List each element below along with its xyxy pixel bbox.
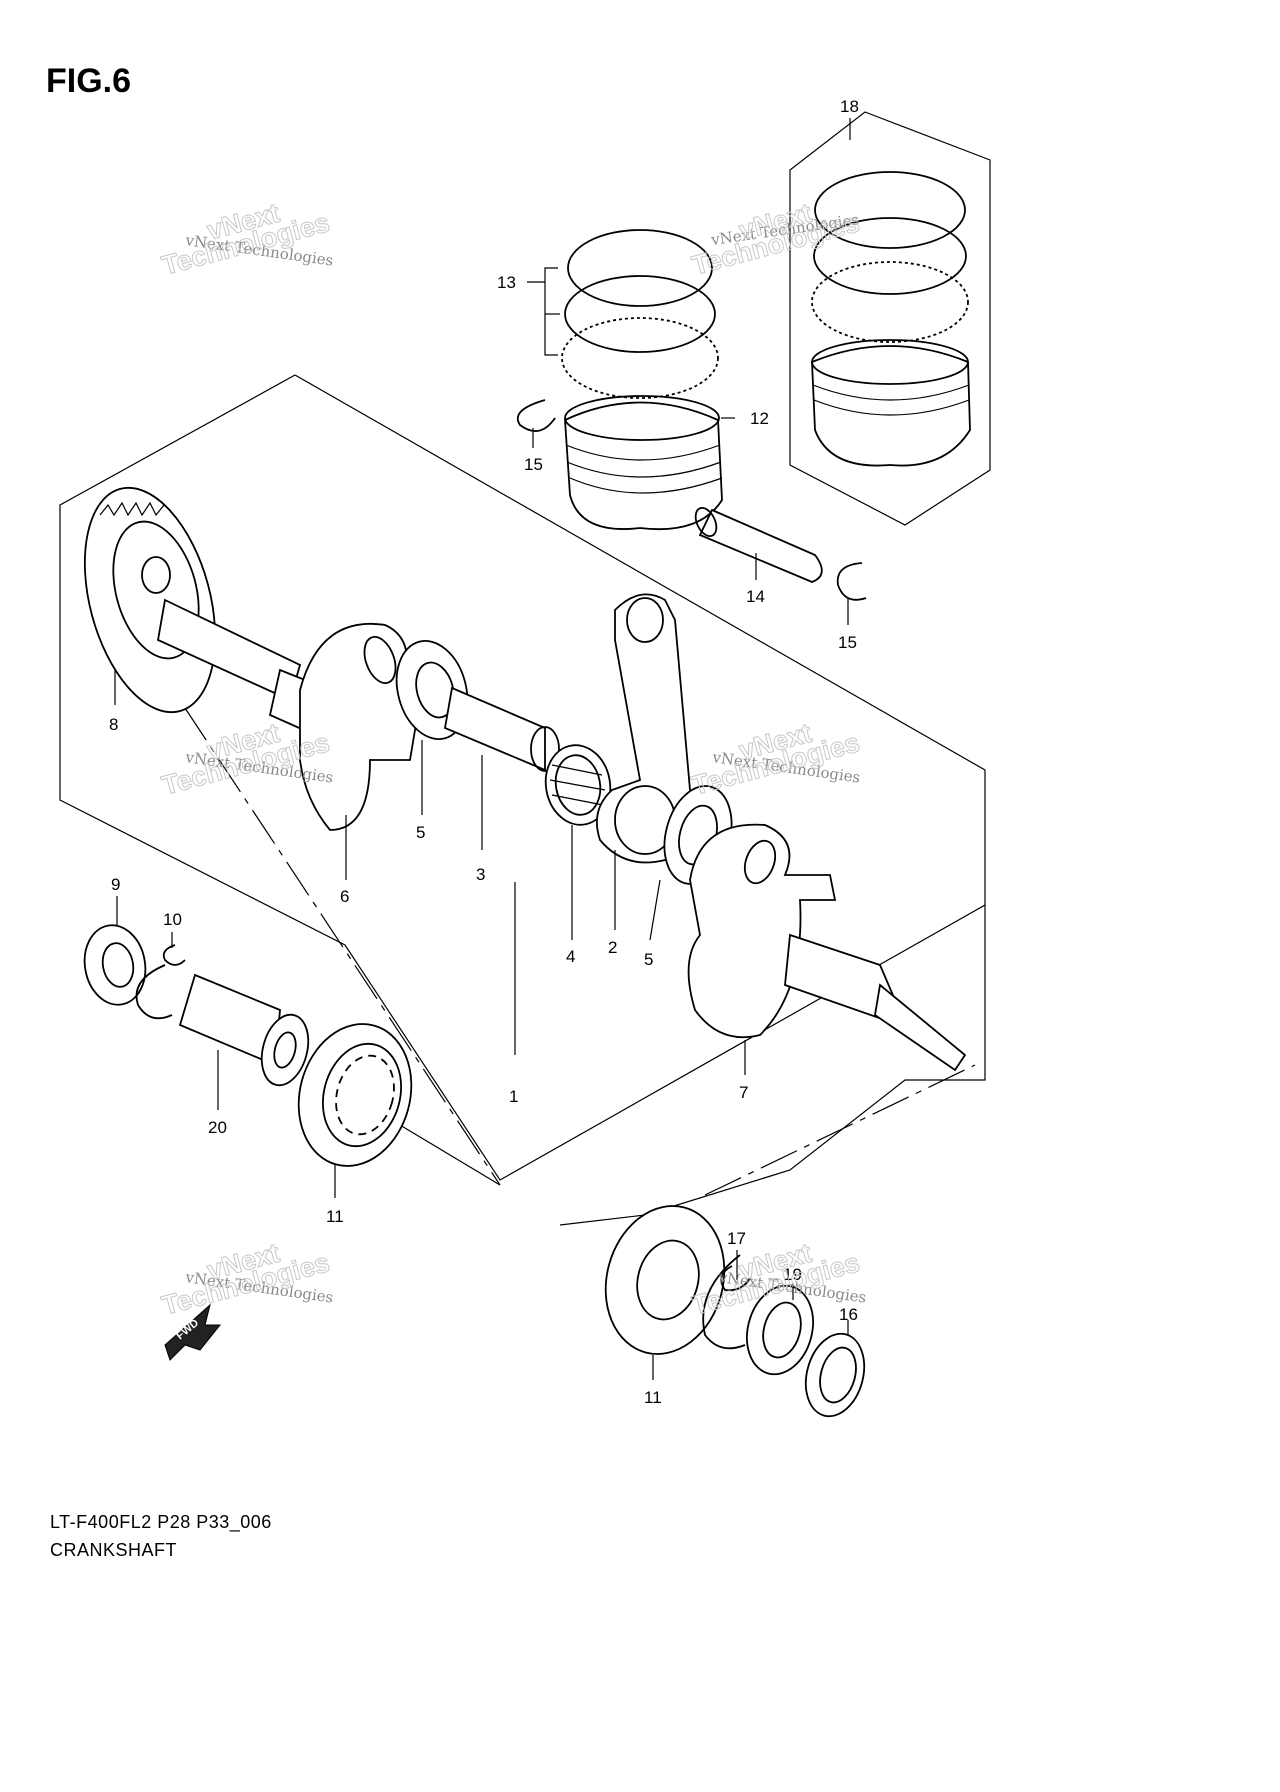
callout-labels: 1 2 3 4 5 5 6 7 8 9 10 11 11 12 13 14 15…: [109, 97, 859, 1407]
model-code: LT-F400FL2 P28 P33_006: [50, 1512, 272, 1532]
crank-web-right: [687, 823, 837, 1039]
figure-title: FIG.6: [46, 62, 132, 100]
callout-13: 13: [497, 273, 516, 292]
crank-gear: [83, 486, 217, 714]
retaining-ring: [135, 964, 173, 1020]
callout-5-right: 5: [644, 950, 653, 969]
callout-7: 7: [739, 1083, 748, 1102]
lower-assembly-outline: [559, 905, 986, 1226]
callout-4: 4: [566, 947, 575, 966]
callout-9: 9: [111, 875, 120, 894]
assembly-name: CRANKSHAFT: [50, 1540, 178, 1560]
callout-20: 20: [208, 1118, 227, 1137]
callout-17: 17: [727, 1229, 746, 1248]
watermark: vNext Technologies vNext Technologies: [158, 197, 334, 281]
main-bearing-circlip: [702, 1254, 746, 1350]
callout-1: 1: [509, 1087, 518, 1106]
piston-pin-circlip: [516, 399, 556, 432]
leader-lines: [114, 118, 851, 1380]
crank-right-shaft: [784, 933, 967, 1072]
main-bearing-right: [604, 1205, 726, 1355]
needle-bearing: [544, 744, 612, 826]
balancer-washer: [260, 1013, 310, 1087]
crank-pin: [443, 686, 560, 772]
callout-3: 3: [476, 865, 485, 884]
callout-10: 10: [163, 910, 182, 929]
callout-19: 19: [783, 1265, 802, 1284]
callout-15-left: 15: [524, 455, 543, 474]
right-bearing-circlip: [720, 1265, 751, 1292]
callout-5-left: 5: [416, 823, 425, 842]
callout-11-right: 11: [644, 1388, 662, 1407]
piston-pin-circlip: [836, 562, 867, 601]
callout-11-left: 11: [326, 1207, 344, 1226]
dashed-guide-line: [149, 654, 501, 1186]
piston-ring-set: [561, 229, 719, 399]
dashed-guide-line: [704, 1064, 976, 1196]
piston-pin: [694, 506, 823, 583]
main-bearing-left: [297, 1023, 413, 1167]
callout-12: 12: [750, 409, 769, 428]
small-bearing: [83, 924, 147, 1006]
callout-14: 14: [746, 587, 765, 606]
oil-seal: [804, 1332, 866, 1418]
piston-kit-outline: [789, 111, 991, 526]
callout-16: 16: [839, 1305, 858, 1324]
crankshaft-assembly-outline: [59, 374, 986, 1181]
callout-2: 2: [608, 938, 617, 957]
callout-18: 18: [840, 97, 859, 116]
callout-6: 6: [340, 887, 349, 906]
right-small-bearing: [746, 1284, 814, 1376]
callout-15-right: 15: [838, 633, 857, 652]
piston: [564, 395, 723, 531]
dashed-guide-line: [399, 1124, 501, 1186]
callout-8: 8: [109, 715, 118, 734]
watermark: vNext Technologies vNext Technologies: [158, 1237, 334, 1321]
small-circlip: [162, 944, 186, 966]
watermark: vNext Technologies vNext Technologies: [688, 717, 863, 801]
watermark: vNext Technologies vNext Technologies: [688, 197, 863, 281]
piston-kit-contents: [811, 171, 971, 467]
